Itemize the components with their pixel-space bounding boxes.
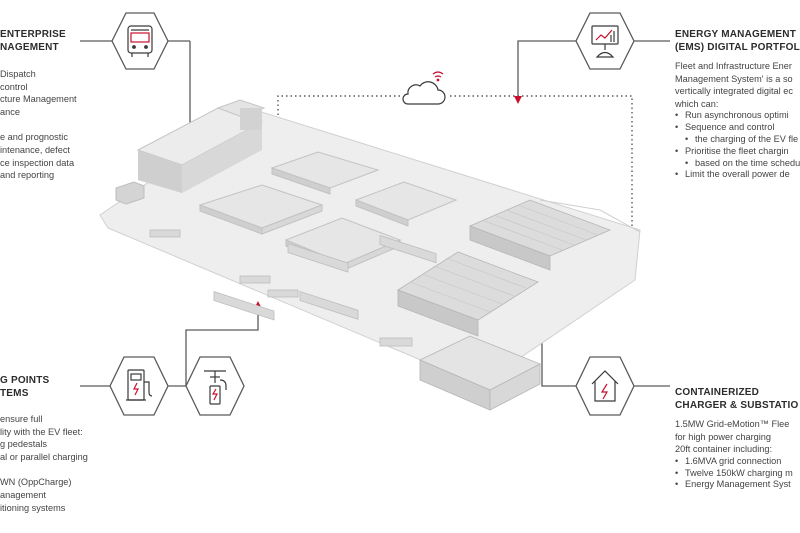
- solar-roofs: [397, 199, 612, 337]
- substation-title-line-2: CHARGER & SUBSTATIO: [675, 400, 799, 411]
- charging-icon-frame-1: [109, 356, 169, 416]
- substation-intro-line: 20ft container including:: [675, 444, 773, 455]
- charging-details: ensure full lity with the EV fleet: g pe…: [0, 413, 88, 514]
- ems-intro-line: Fleet and Infrastructure Ener: [675, 61, 792, 71]
- monitor-chart-icon: [591, 25, 619, 58]
- charging-line: ensure full: [0, 414, 43, 424]
- charging-line: itioning systems: [0, 502, 66, 513]
- house-lightning-icon: [591, 370, 619, 402]
- substation-bullet: 1.6MVA grid connection: [675, 456, 793, 468]
- ems-icon-frame: [575, 12, 635, 70]
- ems-intro-line: which can:: [675, 98, 719, 109]
- parked-buses: [149, 229, 437, 347]
- fleet-icon-frame: [111, 12, 169, 70]
- ems-bullet-cont: based on the time schedu: [675, 158, 800, 170]
- fleet-title-line-2: NAGEMENT: [0, 42, 59, 53]
- fleet-line: cture Management: [0, 94, 77, 105]
- ems-intro-line: Management System' is a so: [675, 73, 793, 84]
- fleet-line: Dispatch: [0, 69, 36, 79]
- charging-line: g pedestals: [0, 439, 47, 450]
- ems-bullet: Prioritise the fleet chargin: [675, 146, 800, 158]
- substation-intro-line: for high power charging: [675, 431, 772, 442]
- ems-bullet: Sequence and control: [675, 122, 800, 134]
- substation-title-line-1: CONTAINERIZED: [675, 387, 760, 398]
- fleet-line: e and prognostic: [0, 132, 68, 143]
- substation-intro-line: 1.5MW Grid-eMotion™ Flee: [675, 419, 790, 429]
- fleet-title-line-1: ENTERPRISE: [0, 29, 66, 40]
- charging-line: al or parallel charging: [0, 451, 88, 462]
- substation-bullet: Twelve 150kW charging m: [675, 468, 793, 480]
- substation-component-list: 1.6MVA grid connection Twelve 150kW char…: [675, 456, 793, 491]
- charging-line: lity with the EV fleet:: [0, 426, 83, 437]
- ems-bullet: Limit the overall power de: [675, 169, 800, 181]
- charging-points-section: G POINTS TEMS: [0, 374, 49, 400]
- ems-bullet: Run asynchronous optimi: [675, 110, 800, 122]
- ems-details: Fleet and Infrastructure Ener Management…: [675, 60, 800, 181]
- maintenance-building: [136, 99, 266, 193]
- substation-details: 1.5MW Grid-eMotion™ Flee for high power …: [675, 418, 793, 491]
- ems-capability-list: Run asynchronous optimi Sequence and con…: [675, 110, 800, 181]
- ems-intro-line: vertically integrated digital ec: [675, 86, 793, 97]
- cloud-link: [277, 95, 633, 262]
- substation-icon-frame: [575, 356, 635, 416]
- fleet-management-section: ENTERPRISE NAGEMENT: [0, 28, 66, 54]
- fleet-details: Dispatch control cture Management ance e…: [0, 68, 77, 182]
- bus-icon: [127, 25, 153, 57]
- charging-line: WN (OppCharge): [0, 477, 72, 488]
- fleet-line: and reporting: [0, 170, 55, 181]
- charging-title-line-1: G POINTS: [0, 375, 50, 386]
- ems-section: ENERGY MANAGEMENT (EMS) DIGITAL PORTFOL: [675, 28, 800, 54]
- charging-line: anagement: [0, 489, 46, 500]
- ems-bullet-cont: the charging of the EV fle: [675, 134, 800, 146]
- charging-pedestal-icon: [126, 369, 153, 401]
- ems-title-line-1: ENERGY MANAGEMENT: [675, 29, 797, 40]
- fleet-line: intenance, defect: [0, 144, 70, 155]
- fleet-line: ance: [0, 106, 20, 117]
- fleet-line: control: [0, 81, 28, 92]
- substation-bullet: Energy Management Syst: [675, 479, 793, 491]
- fleet-line: ce inspection data: [0, 157, 75, 168]
- charging-title-line-2: TEMS: [0, 388, 29, 399]
- depot-illustration: [99, 99, 641, 411]
- substation-section: CONTAINERIZED CHARGER & SUBSTATIO: [675, 386, 798, 412]
- pantograph-charger-icon: [204, 370, 227, 405]
- ems-title-line-2: (EMS) DIGITAL PORTFOL: [675, 42, 800, 53]
- cloud-wifi-icon: [402, 71, 446, 105]
- container-substation: [419, 335, 541, 411]
